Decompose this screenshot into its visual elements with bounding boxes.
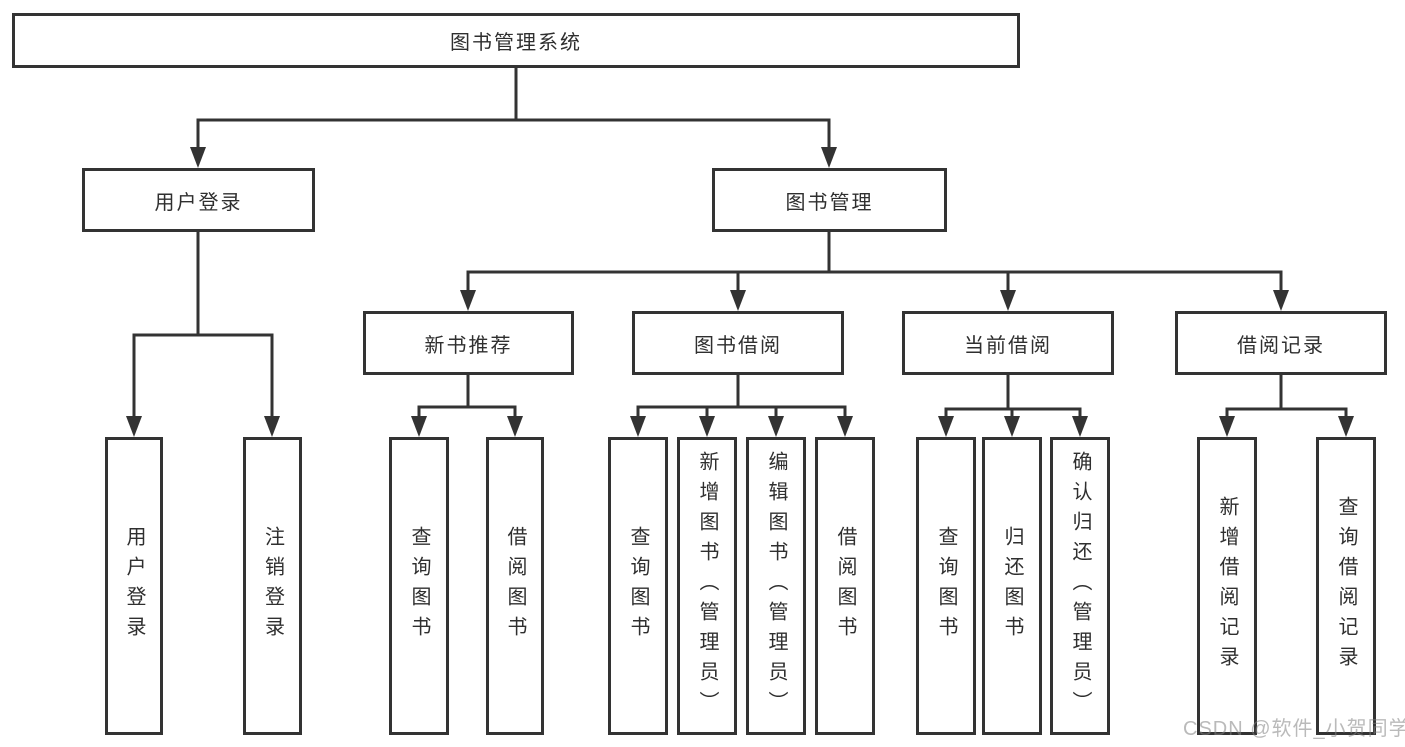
leaf-edit-book-admin: 编辑图书（管理员） (746, 437, 806, 735)
leaf-label: 查询借阅记录 (1335, 496, 1357, 676)
leaf-label: 新增借阅记录 (1216, 496, 1238, 676)
connector-root-to-level2 (190, 66, 837, 168)
leaf-label: 新增图书（管理员） (696, 451, 718, 721)
leaf-add-book-admin: 新增图书（管理员） (677, 437, 737, 735)
leaf-label: 借阅图书 (834, 526, 856, 646)
node-root: 图书管理系统 (12, 13, 1020, 68)
node-label: 新书推荐 (424, 334, 513, 357)
connector-borrow-to-leaves (630, 375, 853, 437)
node-label: 当前借阅 (964, 334, 1052, 357)
leaf-label: 查询图书 (408, 526, 430, 646)
leaf-label: 注销登录 (261, 526, 284, 646)
connector-record-to-leaves (1219, 375, 1354, 437)
leaf-label: 查询图书 (627, 526, 649, 646)
leaf-return-book: 归还图书 (982, 437, 1042, 735)
leaf-query-book-borrow: 查询图书 (608, 437, 668, 735)
node-current-borrow: 当前借阅 (902, 311, 1114, 375)
leaf-borrow-book-recommend: 借阅图书 (486, 437, 544, 735)
leaf-borrow-book: 借阅图书 (815, 437, 875, 735)
node-borrow-record: 借阅记录 (1175, 311, 1387, 375)
leaf-label: 查询图书 (935, 526, 957, 646)
leaf-confirm-return-admin: 确认归还（管理员） (1050, 437, 1110, 735)
leaf-query-book-recommend: 查询图书 (389, 437, 449, 735)
connector-mgmt-to-level3 (460, 232, 1289, 311)
connector-newbook-to-leaves (411, 375, 523, 437)
node-label: 借阅记录 (1237, 334, 1325, 357)
node-book-management: 图书管理 (712, 168, 947, 232)
node-book-borrow: 图书借阅 (632, 311, 844, 375)
leaf-user-login: 用户登录 (105, 437, 163, 735)
leaf-logout: 注销登录 (243, 437, 302, 735)
node-label: 图书管理 (785, 191, 874, 214)
node-label: 图书借阅 (694, 334, 782, 357)
node-label: 图书管理系统 (450, 32, 582, 54)
connector-login-to-leaves (126, 232, 280, 437)
leaf-label: 用户登录 (123, 526, 145, 646)
csdn-watermark: CSDN @软件_小贺同学 (1183, 718, 1405, 740)
node-user-login: 用户登录 (82, 168, 315, 232)
leaf-add-borrow-record: 新增借阅记录 (1197, 437, 1257, 735)
leaf-query-book-current: 查询图书 (916, 437, 976, 735)
leaf-query-borrow-record: 查询借阅记录 (1316, 437, 1376, 735)
leaf-label: 归还图书 (1001, 526, 1023, 646)
leaf-label: 借阅图书 (504, 526, 526, 646)
leaf-label: 编辑图书（管理员） (765, 451, 787, 721)
node-label: 用户登录 (154, 191, 243, 214)
node-new-book-recommend: 新书推荐 (363, 311, 574, 375)
connector-current-to-leaves (938, 375, 1088, 437)
leaf-label: 确认归还（管理员） (1069, 451, 1091, 721)
